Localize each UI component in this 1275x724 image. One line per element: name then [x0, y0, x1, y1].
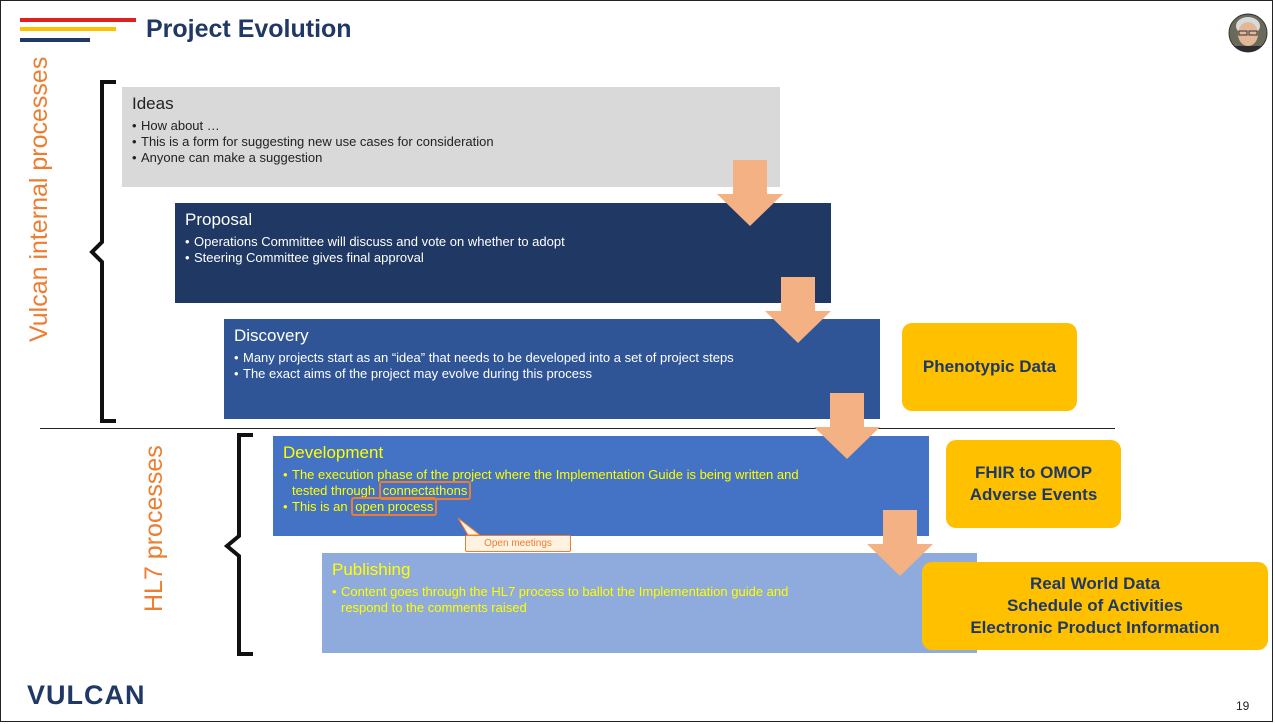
side-box-phenotypic: Phenotypic Data — [902, 323, 1077, 411]
side-box-line: Electronic Product Information — [970, 618, 1220, 637]
arrow-down-icon — [717, 160, 783, 226]
hl7-brace — [223, 433, 253, 656]
side-box-line: FHIR to OMOP — [974, 463, 1093, 482]
side-box-line: Phenotypic Data — [922, 357, 1057, 376]
arrow-down-icon — [867, 510, 933, 576]
stage-title: Proposal — [185, 210, 253, 229]
stage-title: Development — [283, 443, 384, 462]
bullet-text: This is an — [292, 499, 348, 514]
stage-bullet: Many projects start as an “idea” that ne… — [234, 350, 760, 366]
side-box-line: Real World Data — [1029, 574, 1161, 593]
side-box-fhir-omop: FHIR to OMOP Adverse Events — [946, 440, 1121, 528]
stage-bullet: Steering Committee gives final approval — [185, 250, 821, 266]
internal-brace — [89, 80, 116, 423]
label-hl7-processes: HL7 processes — [140, 445, 168, 612]
stage-title: Ideas — [132, 94, 174, 113]
presenter-avatar — [1228, 13, 1268, 53]
stage-bullet: This is a form for suggesting new use ca… — [132, 134, 770, 150]
side-box-real-world: Real World Data Schedule of Activities E… — [922, 562, 1268, 650]
stage-development: Development The execution phase of the p… — [273, 436, 929, 536]
section-divider — [40, 428, 1115, 429]
stage-discovery: Discovery Many projects start as an “ide… — [224, 319, 880, 419]
label-internal-processes: Vulcan internal processes — [25, 56, 53, 342]
page-number: 19 — [1236, 699, 1250, 713]
stage-publishing: Publishing Content goes through the HL7 … — [322, 553, 977, 653]
header-stripes — [20, 18, 136, 42]
vulcan-logo: VULCAN — [27, 680, 146, 710]
bullet-text: The execution phase of the project where… — [292, 467, 799, 498]
side-box-line: Schedule of Activities — [1006, 596, 1184, 615]
stage-bullet: Operations Committee will discuss and vo… — [185, 234, 821, 250]
stage-bullet: Content goes through the HL7 process to … — [332, 584, 817, 616]
stage-title: Publishing — [332, 560, 411, 579]
stage-ideas: Ideas How about … This is a form for sug… — [122, 87, 780, 187]
highlight-open-process: open process — [351, 497, 438, 516]
side-box-line: Adverse Events — [969, 485, 1098, 504]
stage-bullet: The execution phase of the project where… — [283, 467, 809, 500]
highlight-connectathons: connectathons — [378, 481, 472, 500]
stage-bullet: Anyone can make a suggestion — [132, 150, 770, 166]
stage-bullet: This is an open process — [283, 497, 809, 516]
slide-title: Project Evolution — [146, 15, 352, 43]
stage-proposal: Proposal Operations Committee will discu… — [175, 203, 831, 303]
stage-bullet: How about … — [132, 118, 770, 134]
arrow-down-icon — [765, 277, 831, 343]
arrow-down-icon — [814, 393, 880, 459]
callout-open-meetings: Open meetings — [465, 535, 571, 552]
stage-bullet: The exact aims of the project may evolve… — [234, 366, 760, 382]
stage-title: Discovery — [234, 326, 309, 345]
